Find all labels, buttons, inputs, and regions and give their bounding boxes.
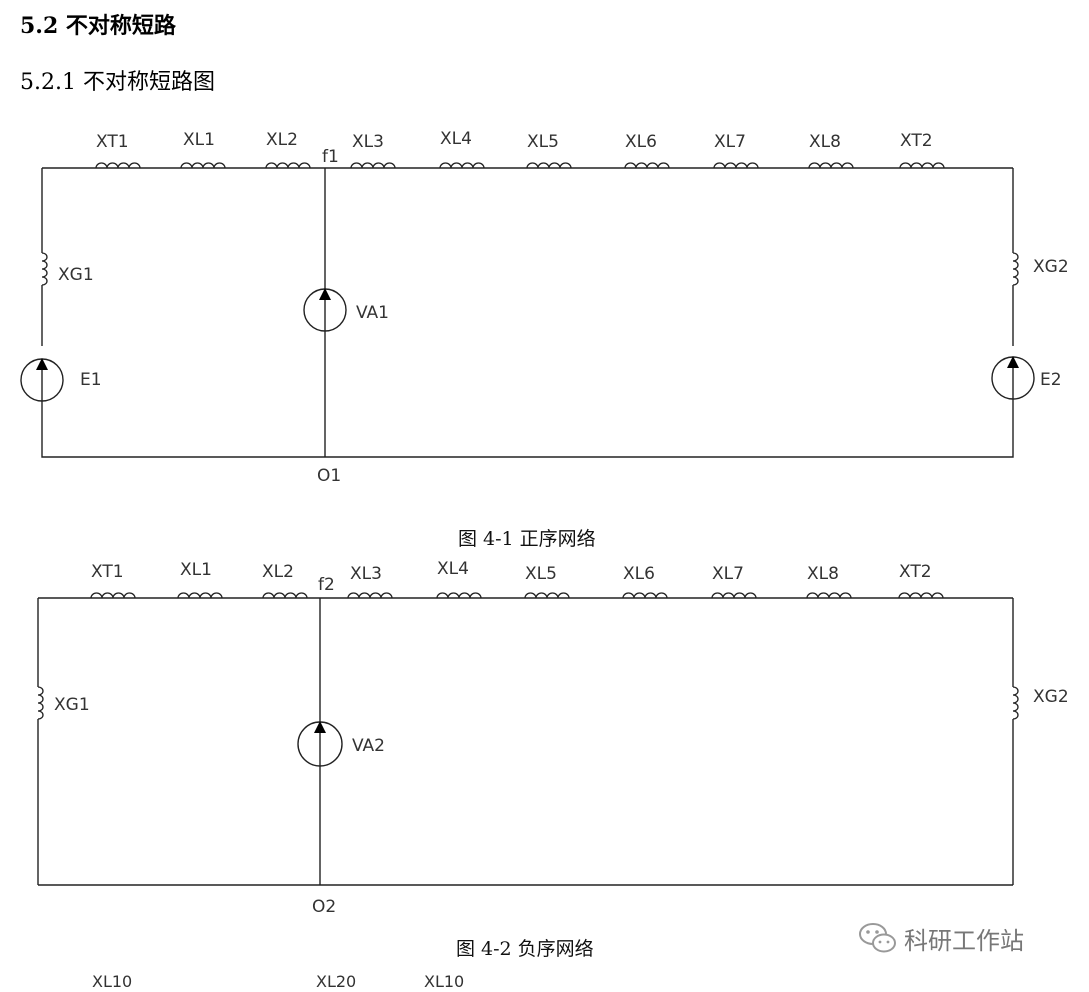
inductor-xl6 [624,162,670,169]
inductor-xl8 [806,592,852,599]
inductor-xl8 [808,162,854,169]
figure-caption-4-2: 图 4-2 负序网络 [456,938,594,960]
label-xl4: XL4 [437,559,469,579]
cutoff-next-diagram-labels: XL10 XL20 XL10 [0,972,1089,992]
label-e1: E1 [80,370,102,390]
inductor-xl3 [350,162,396,169]
figure-caption-4-1: 图 4-1 正序网络 [458,528,596,550]
ground-node-label: O1 [317,466,341,486]
label-xl3: XL3 [350,564,382,584]
label-va2: VA2 [352,736,385,756]
inductor-xt2 [898,592,944,599]
label-xl2: XL2 [266,130,298,150]
top-inductors [90,592,944,599]
inductor-xl5 [526,162,572,169]
positive-sequence-network: XT1 XL1 XL2 XL3 XL4 XL5 XL6 XL7 XL8 XT2 … [20,129,1069,486]
inductor-xl7 [713,162,759,169]
inductor-xl1 [180,162,226,169]
label-xl7: XL7 [714,132,746,152]
frame-wires [41,167,1014,458]
label-xl6: XL6 [625,132,657,152]
label-xt2: XT2 [900,131,933,151]
inductor-xl5 [524,592,570,599]
watermark: 科研工作站 [858,918,1068,958]
top-labels: XT1 XL1 XL2 XL3 XL4 XL5 XL6 XL7 XL8 XT2 [91,559,932,584]
inductor-xl2 [265,162,311,169]
label-xl8: XL8 [809,132,841,152]
inductor-xg1 [41,252,48,286]
label-xl8: XL8 [807,564,839,584]
top-labels: XT1 XL1 XL2 XL3 XL4 XL5 XL6 XL7 XL8 XT2 [96,129,933,152]
fault-point-label: f2 [318,575,335,595]
label-va1: VA1 [356,303,389,323]
label-e2: E2 [1040,370,1062,390]
cutoff-label: XL20 [316,972,357,991]
label-xl4: XL4 [440,129,472,149]
inductor-xg1 [37,686,44,720]
inductor-xl4 [436,592,482,599]
label-xt1: XT1 [96,132,129,152]
ground-node-label: O2 [312,897,336,917]
label-xl1: XL1 [180,560,212,580]
inductor-xt2 [899,162,945,169]
section-heading: 5.2 不对称短路 [20,13,176,39]
label-xl2: XL2 [262,562,294,582]
label-xt2: XT2 [899,562,932,582]
inductor-xl3 [347,592,393,599]
inductor-xl7 [711,592,757,599]
source-va1 [303,288,347,332]
inductor-xg2 [1012,252,1019,286]
inductor-xl1 [177,592,223,599]
wechat-icon [859,923,896,953]
label-xl5: XL5 [527,132,559,152]
inductor-xg2 [1012,686,1019,720]
source-va2 [297,721,343,767]
source-e1 [20,358,64,402]
label-xg2: XG2 [1033,257,1069,277]
negative-sequence-network: XT1 XL1 XL2 XL3 XL4 XL5 XL6 XL7 XL8 XT2 … [37,559,1069,917]
inductor-xt1 [95,162,141,169]
cutoff-label: XL10 [424,972,465,991]
inductor-xl2 [262,592,308,599]
label-xg1: XG1 [54,695,90,715]
label-xl1: XL1 [183,130,215,150]
label-xl6: XL6 [623,564,655,584]
label-xl5: XL5 [525,564,557,584]
label-xg2: XG2 [1033,687,1069,707]
inductor-xt1 [90,592,136,599]
label-xt1: XT1 [91,562,124,582]
fault-point-label: f1 [322,147,339,167]
frame-wires [37,597,1014,886]
cutoff-label: XL10 [92,972,133,991]
source-e2 [991,356,1035,400]
label-xl7: XL7 [712,564,744,584]
watermark-text: 科研工作站 [904,926,1024,955]
label-xg1: XG1 [58,265,94,285]
label-xl3: XL3 [352,132,384,152]
inductor-xl4 [439,162,485,169]
inductor-xl6 [622,592,668,599]
subsection-heading: 5.2.1 不对称短路图 [20,70,215,95]
top-inductors [95,162,945,169]
